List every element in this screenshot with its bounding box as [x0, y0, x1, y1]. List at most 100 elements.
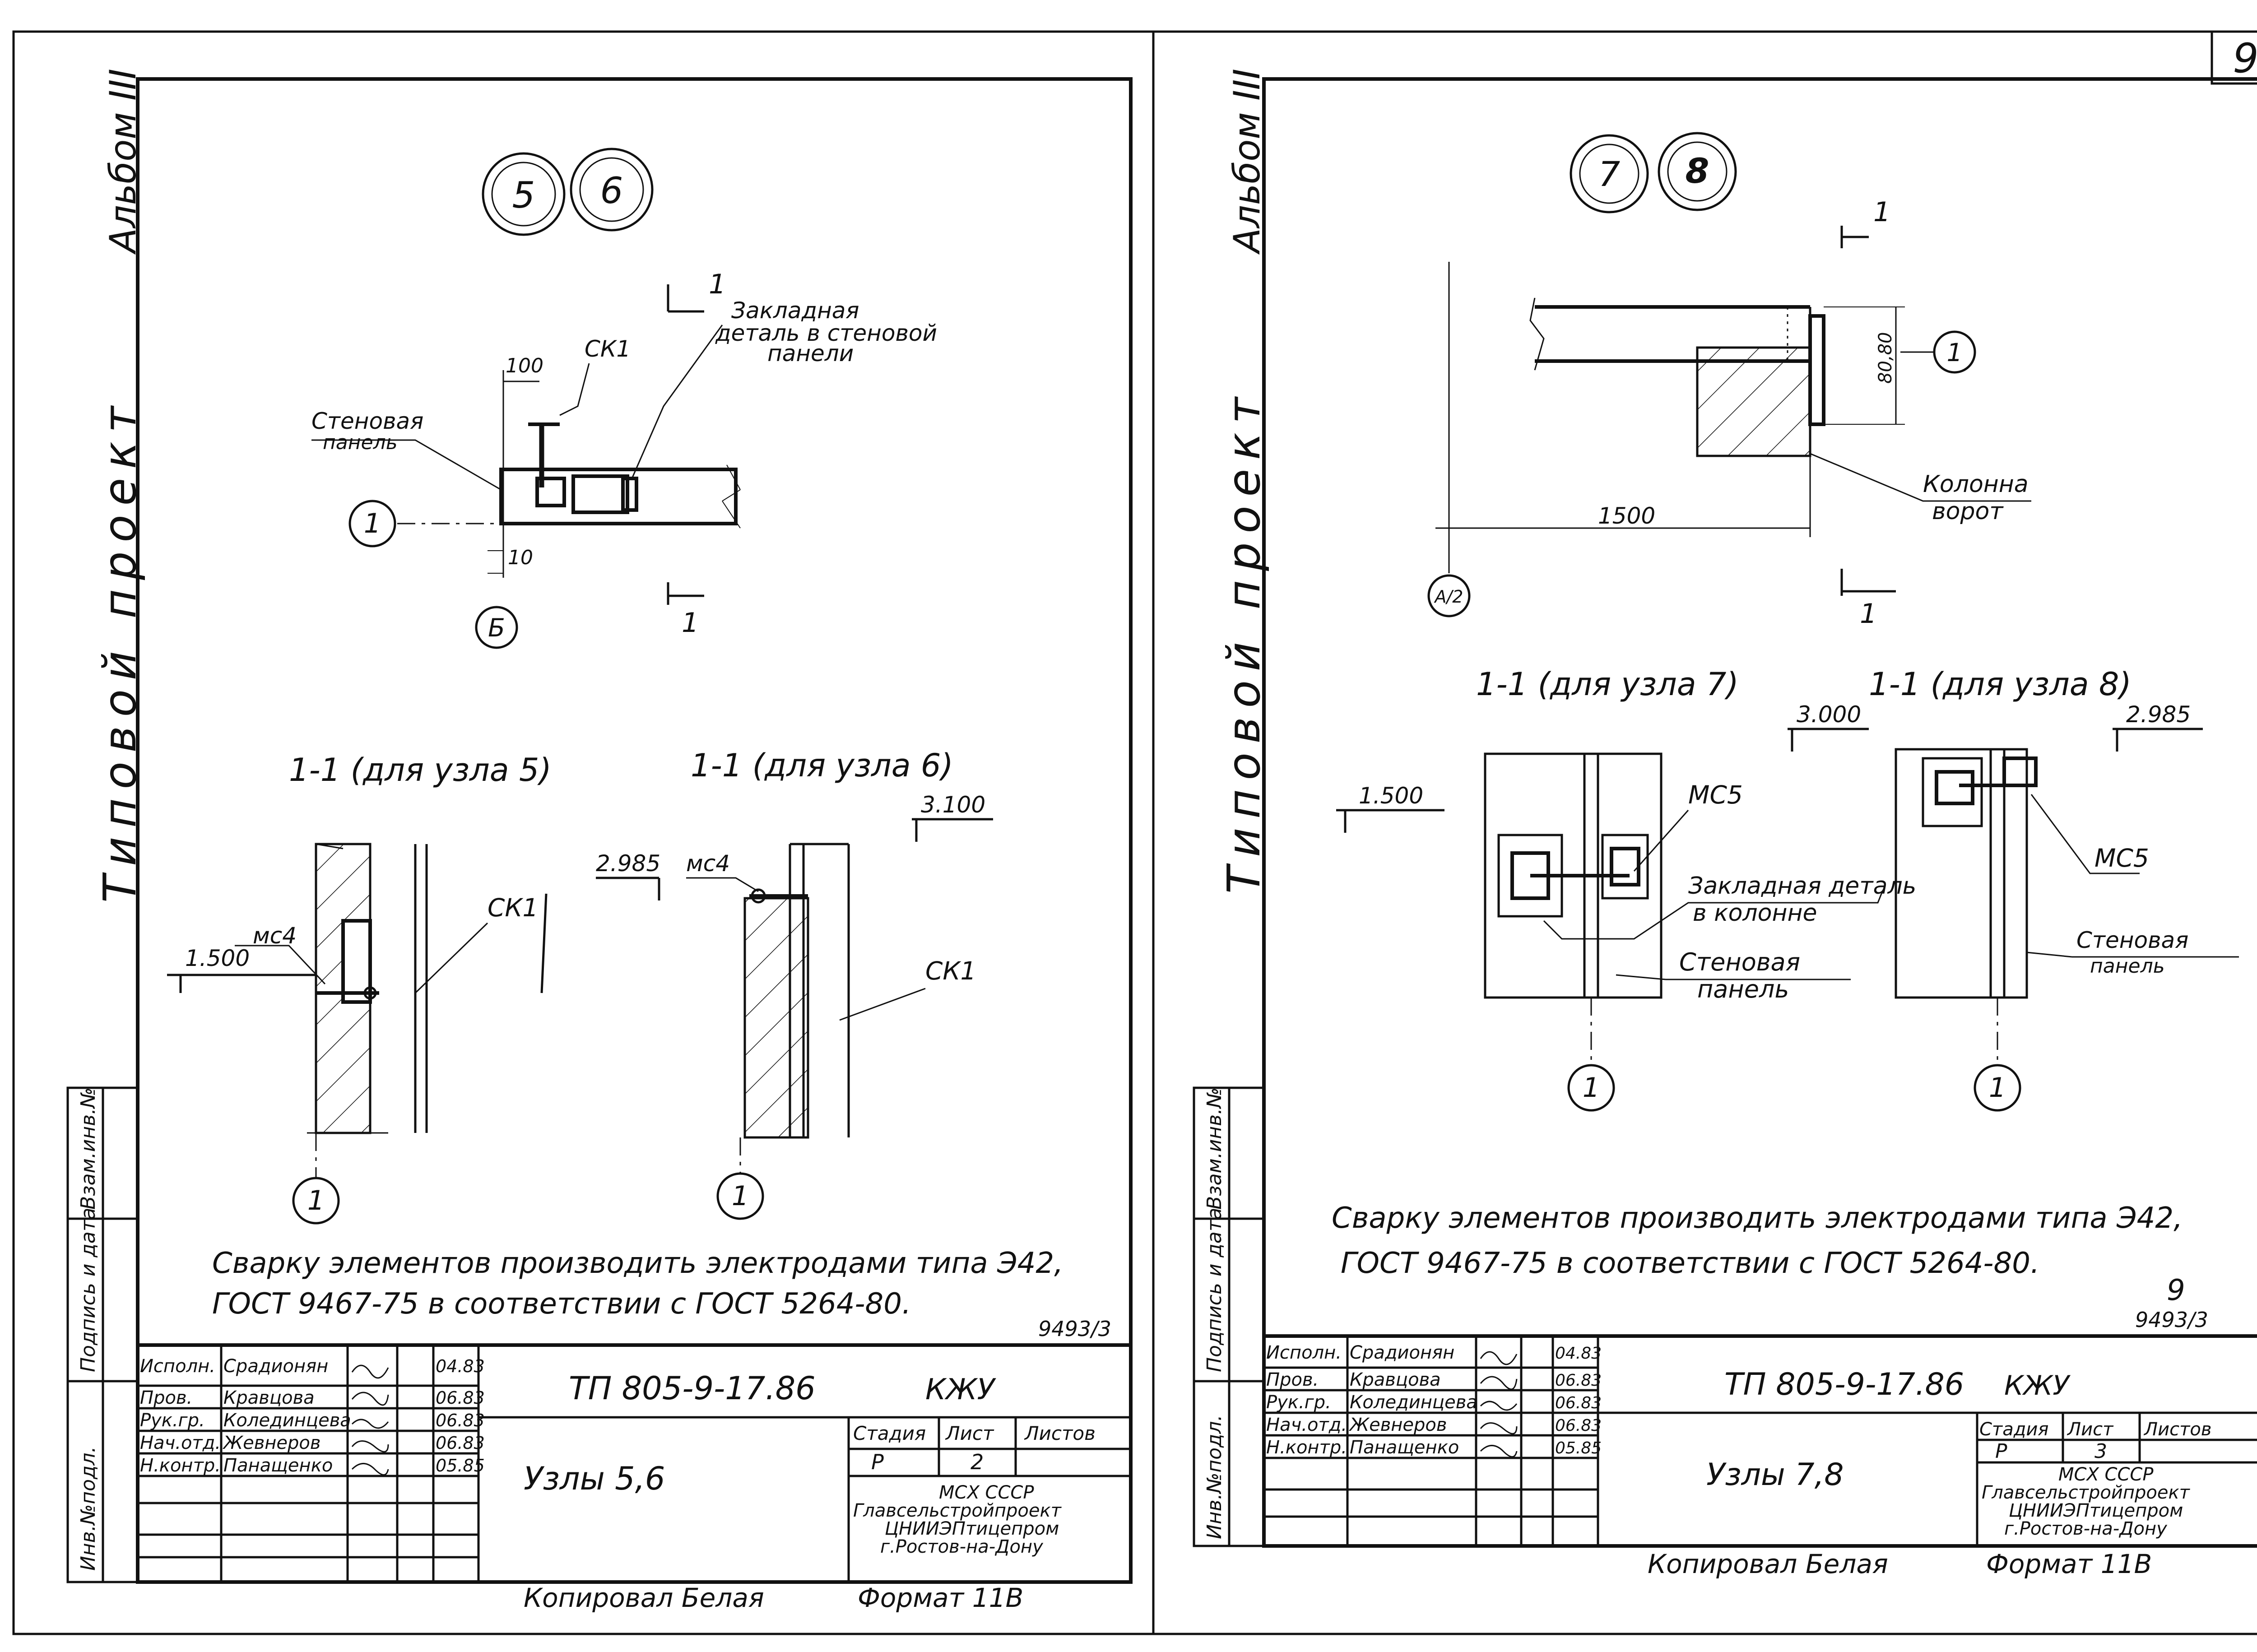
format-left: Формат 11В — [858, 1582, 1023, 1613]
sig-role-0: Исполн. — [140, 1356, 215, 1377]
sig-role-r-3: Нач.отд. — [1266, 1415, 1347, 1435]
stamp-col-sign-r: Подпись и дата — [1203, 1208, 1226, 1372]
outer-frame — [12, 30, 2257, 1635]
mark-right: КЖУ — [2004, 1370, 2071, 1401]
level-3000-sec7: 3.000 — [1797, 701, 1861, 728]
org-3-left: г.Ростов-на-Дону — [880, 1536, 1044, 1557]
typical-project-label-r: Типовой проект — [1217, 388, 1270, 894]
dim-100: 100 — [506, 354, 543, 377]
sig-date-r-0: 04.83 — [1555, 1344, 1602, 1363]
node-6: 6 — [600, 170, 623, 212]
sig-name-r-2: Колединцева — [1350, 1392, 1477, 1413]
axis-sec8: 1 — [1989, 1072, 2006, 1104]
section-6: 1-1 (для узла 6) 3.100 2.985 мс4 СК1 1 — [596, 747, 993, 1220]
sig-date-r-2: 06.83 — [1555, 1394, 1602, 1412]
section-5-title: 1-1 (для узла 5) — [289, 752, 552, 789]
plan-detail-right: 1 1 1500 80,80 1 Колонна — [1427, 196, 2031, 630]
sig-role-1: Пров. — [140, 1387, 192, 1408]
sig-date-r-1: 06.83 — [1555, 1371, 1602, 1390]
org-0-left: МСХ СССР — [939, 1482, 1034, 1503]
level-2985-sec6: 2.985 — [596, 850, 660, 877]
mark-left: КЖУ — [925, 1373, 996, 1406]
wall-panel-1: Стеновая — [311, 408, 423, 434]
mc5-sec7: МС5 — [1688, 780, 1743, 809]
section-mark-top: 1 — [709, 269, 726, 300]
sig-date-r-4: 05.85 — [1555, 1439, 1602, 1457]
sig-name-0: Срадионян — [223, 1356, 328, 1377]
note-left-1: Сварку элементов производить электродами… — [212, 1247, 1063, 1280]
sig-role-3: Нач.отд. — [140, 1433, 221, 1453]
mc4-sec6: мс4 — [686, 850, 730, 877]
sheet-number-box: 9 — [2211, 30, 2257, 85]
wall-panel-2: панель — [323, 431, 398, 454]
stamp-col-vzam-r: Взам.инв.№ — [1203, 1087, 1226, 1210]
axis-sec7: 1 — [1583, 1072, 1600, 1104]
title-block-left: Исполн. Срадионян 04.83 Пров. Кравцова 0… — [136, 1343, 1133, 1584]
node-circles-left: 5 6 — [482, 148, 654, 236]
sig-date-3: 06.83 — [436, 1433, 485, 1453]
sig-name-1: Кравцова — [223, 1387, 315, 1408]
sig-role-r-1: Пров. — [1266, 1369, 1319, 1390]
axis-b-plan: Б — [488, 613, 505, 642]
sig-date-0: 04.83 — [436, 1356, 485, 1376]
typical-project-label: Типовой проект — [93, 397, 146, 903]
stage-head-1-right: Лист — [2067, 1419, 2114, 1440]
node-circles-right: 7 8 — [1570, 132, 1737, 213]
org-3-right: г.Ростов-на-Дону — [2004, 1518, 2168, 1539]
stage-head-2-left: Листов — [1024, 1422, 1096, 1444]
org-2-right: ЦНИИЭПтицепром — [2009, 1500, 2183, 1521]
sig-role-r-2: Рук.гр. — [1266, 1392, 1331, 1413]
sheet-right: 3 — [2094, 1440, 2107, 1463]
section-mark-top-r: 1 — [1873, 196, 1890, 228]
section-mark-bottom: 1 — [682, 607, 699, 639]
sig-name-r-3: Жевнеров — [1348, 1415, 1447, 1435]
org-2-left: ЦНИИЭПтицепром — [885, 1518, 1059, 1539]
stage-head-0-right: Стадия — [1979, 1419, 2048, 1440]
stamp-col-inv-r: Инв.№подл. — [1203, 1415, 1226, 1539]
stamp-code-left: 9493/3 — [1038, 1317, 1111, 1341]
ck1-plan: СК1 — [585, 336, 631, 362]
sig-role-2: Рук.гр. — [140, 1410, 205, 1431]
axis-sec5: 1 — [307, 1185, 325, 1216]
wall-panel-b-1: Стеновая — [2076, 927, 2188, 953]
project-code-left: ТП 805-9-17.86 — [569, 1370, 816, 1407]
ck1-sec5: СК1 — [488, 893, 538, 922]
section-7-title: 1-1 (для узла 7) — [1476, 666, 1739, 703]
stamp-col-inv: Инв.№подл. — [77, 1446, 100, 1571]
axis-1-plan: 1 — [364, 508, 381, 539]
sig-date-r-3: 06.83 — [1555, 1416, 1602, 1435]
mc4-sec5: мс4 — [253, 923, 297, 949]
ck1-sec6: СК1 — [925, 956, 976, 985]
sig-name-r-4: Панащенко — [1350, 1437, 1459, 1458]
stage-head-1-left: Лист — [945, 1422, 994, 1444]
sig-date-1: 06.83 — [436, 1388, 485, 1408]
section-5: 1-1 (для узла 5) СК1 мс4 1.500 1 — [167, 752, 552, 1225]
embedded-column-2: в колонне — [1693, 900, 1817, 927]
album-label-r: Альбом III — [1226, 69, 1268, 255]
format-right: Формат 11В — [1986, 1549, 2152, 1579]
node-5: 5 — [512, 174, 535, 216]
title-left: Узлы 5,6 — [524, 1460, 665, 1497]
sig-date-4: 05.85 — [436, 1456, 485, 1476]
embedded-part-2: деталь в стеновой — [715, 320, 937, 346]
column-2: ворот — [1932, 498, 2004, 525]
copied-right: Копировал Белая — [1648, 1549, 1888, 1579]
embedded-part-1: Закладная — [731, 297, 859, 324]
note-right-2: ГОСТ 9467-75 в соответствии с ГОСТ 5264-… — [1341, 1247, 2039, 1280]
section-mark-bottom-r: 1 — [1860, 598, 1877, 630]
stage-head-0-left: Стадия — [853, 1422, 926, 1444]
stage-right: Р — [1995, 1440, 2007, 1463]
org-1-left: Главсельстройпроект — [853, 1500, 1062, 1521]
album-label: Альбом III — [102, 69, 144, 255]
sheet-left: 2 — [971, 1450, 984, 1474]
column-1: Колонна — [1923, 471, 2029, 498]
stamp-col-vzam: Взам.инв.№ — [77, 1087, 100, 1210]
section-7: 1-1 (для узла 7) 3.000 1.500 МС5 1 — [1336, 666, 1869, 1112]
sig-role-r-0: Исполн. — [1266, 1342, 1342, 1363]
note-left-2: ГОСТ 9467-75 в соответствии с ГОСТ 5264-… — [212, 1287, 911, 1321]
dim-80: 80,80 — [1875, 332, 1896, 384]
sig-name-2: Колединцева — [223, 1410, 351, 1431]
sig-name-r-1: Кравцова — [1350, 1369, 1441, 1390]
project-code-right: ТП 805-9-17.86 — [1724, 1367, 1964, 1402]
